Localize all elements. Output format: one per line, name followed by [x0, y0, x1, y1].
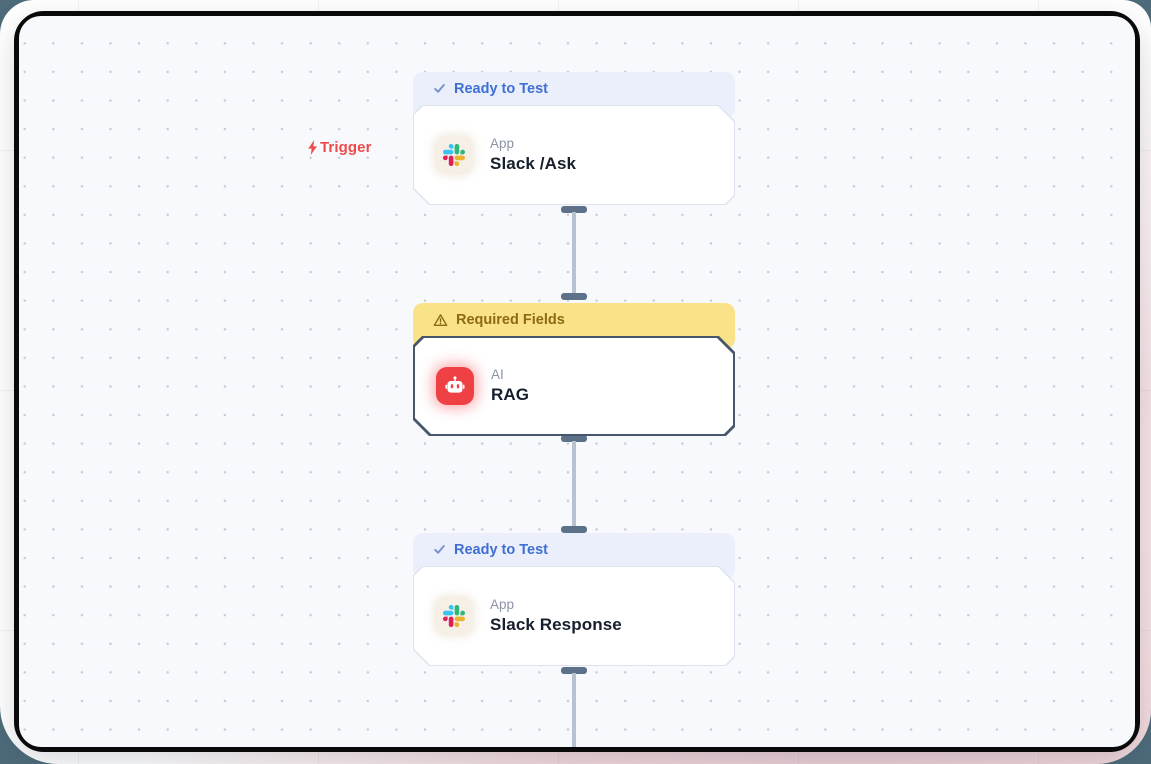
node-category: App — [490, 597, 515, 612]
node-title: RAG — [491, 385, 530, 404]
status-text: Ready to Test — [454, 542, 549, 558]
node-category: AI — [491, 367, 504, 382]
node-category: App — [490, 136, 515, 151]
connector-line — [572, 673, 576, 747]
connector-line — [572, 212, 576, 294]
node-card[interactable]: AI RAG — [413, 336, 735, 436]
trigger-label: Trigger — [307, 139, 372, 156]
warning-icon — [433, 314, 448, 327]
workflow-node-slack-response[interactable]: Ready to Test App Slack Response — [413, 533, 735, 666]
slack-icon — [435, 597, 473, 635]
check-icon — [434, 84, 445, 93]
lightning-bolt-icon — [308, 140, 317, 155]
connector-line — [572, 441, 576, 527]
connector-top-cap — [561, 667, 587, 674]
node-card[interactable]: App Slack Response — [413, 566, 735, 666]
connector-top-cap — [561, 206, 587, 213]
workflow-canvas[interactable]: Trigger Ready to Test — [19, 16, 1135, 747]
connector-3 — [561, 667, 587, 747]
status-text: Required Fields — [456, 312, 565, 328]
node-card[interactable]: App Slack /Ask — [413, 105, 735, 205]
connector-2 — [561, 435, 587, 533]
check-icon — [434, 545, 445, 554]
connector-bottom-cap — [561, 293, 587, 300]
connector-top-cap — [561, 435, 587, 442]
status-text: Ready to Test — [454, 81, 549, 97]
workflow-frame: Trigger Ready to Test — [14, 11, 1140, 752]
node-title: Slack /Ask — [490, 154, 577, 173]
workflow-node-slack-ask[interactable]: Ready to Test App Slack /Ask — [413, 72, 735, 205]
connector-bottom-cap — [561, 526, 587, 533]
slack-icon — [435, 136, 473, 174]
connector-1 — [561, 206, 587, 300]
robot-icon — [436, 367, 474, 405]
workflow-node-rag[interactable]: Required Fields — [413, 303, 735, 436]
node-title: Slack Response — [490, 615, 622, 634]
trigger-label-text: Trigger — [320, 139, 372, 156]
